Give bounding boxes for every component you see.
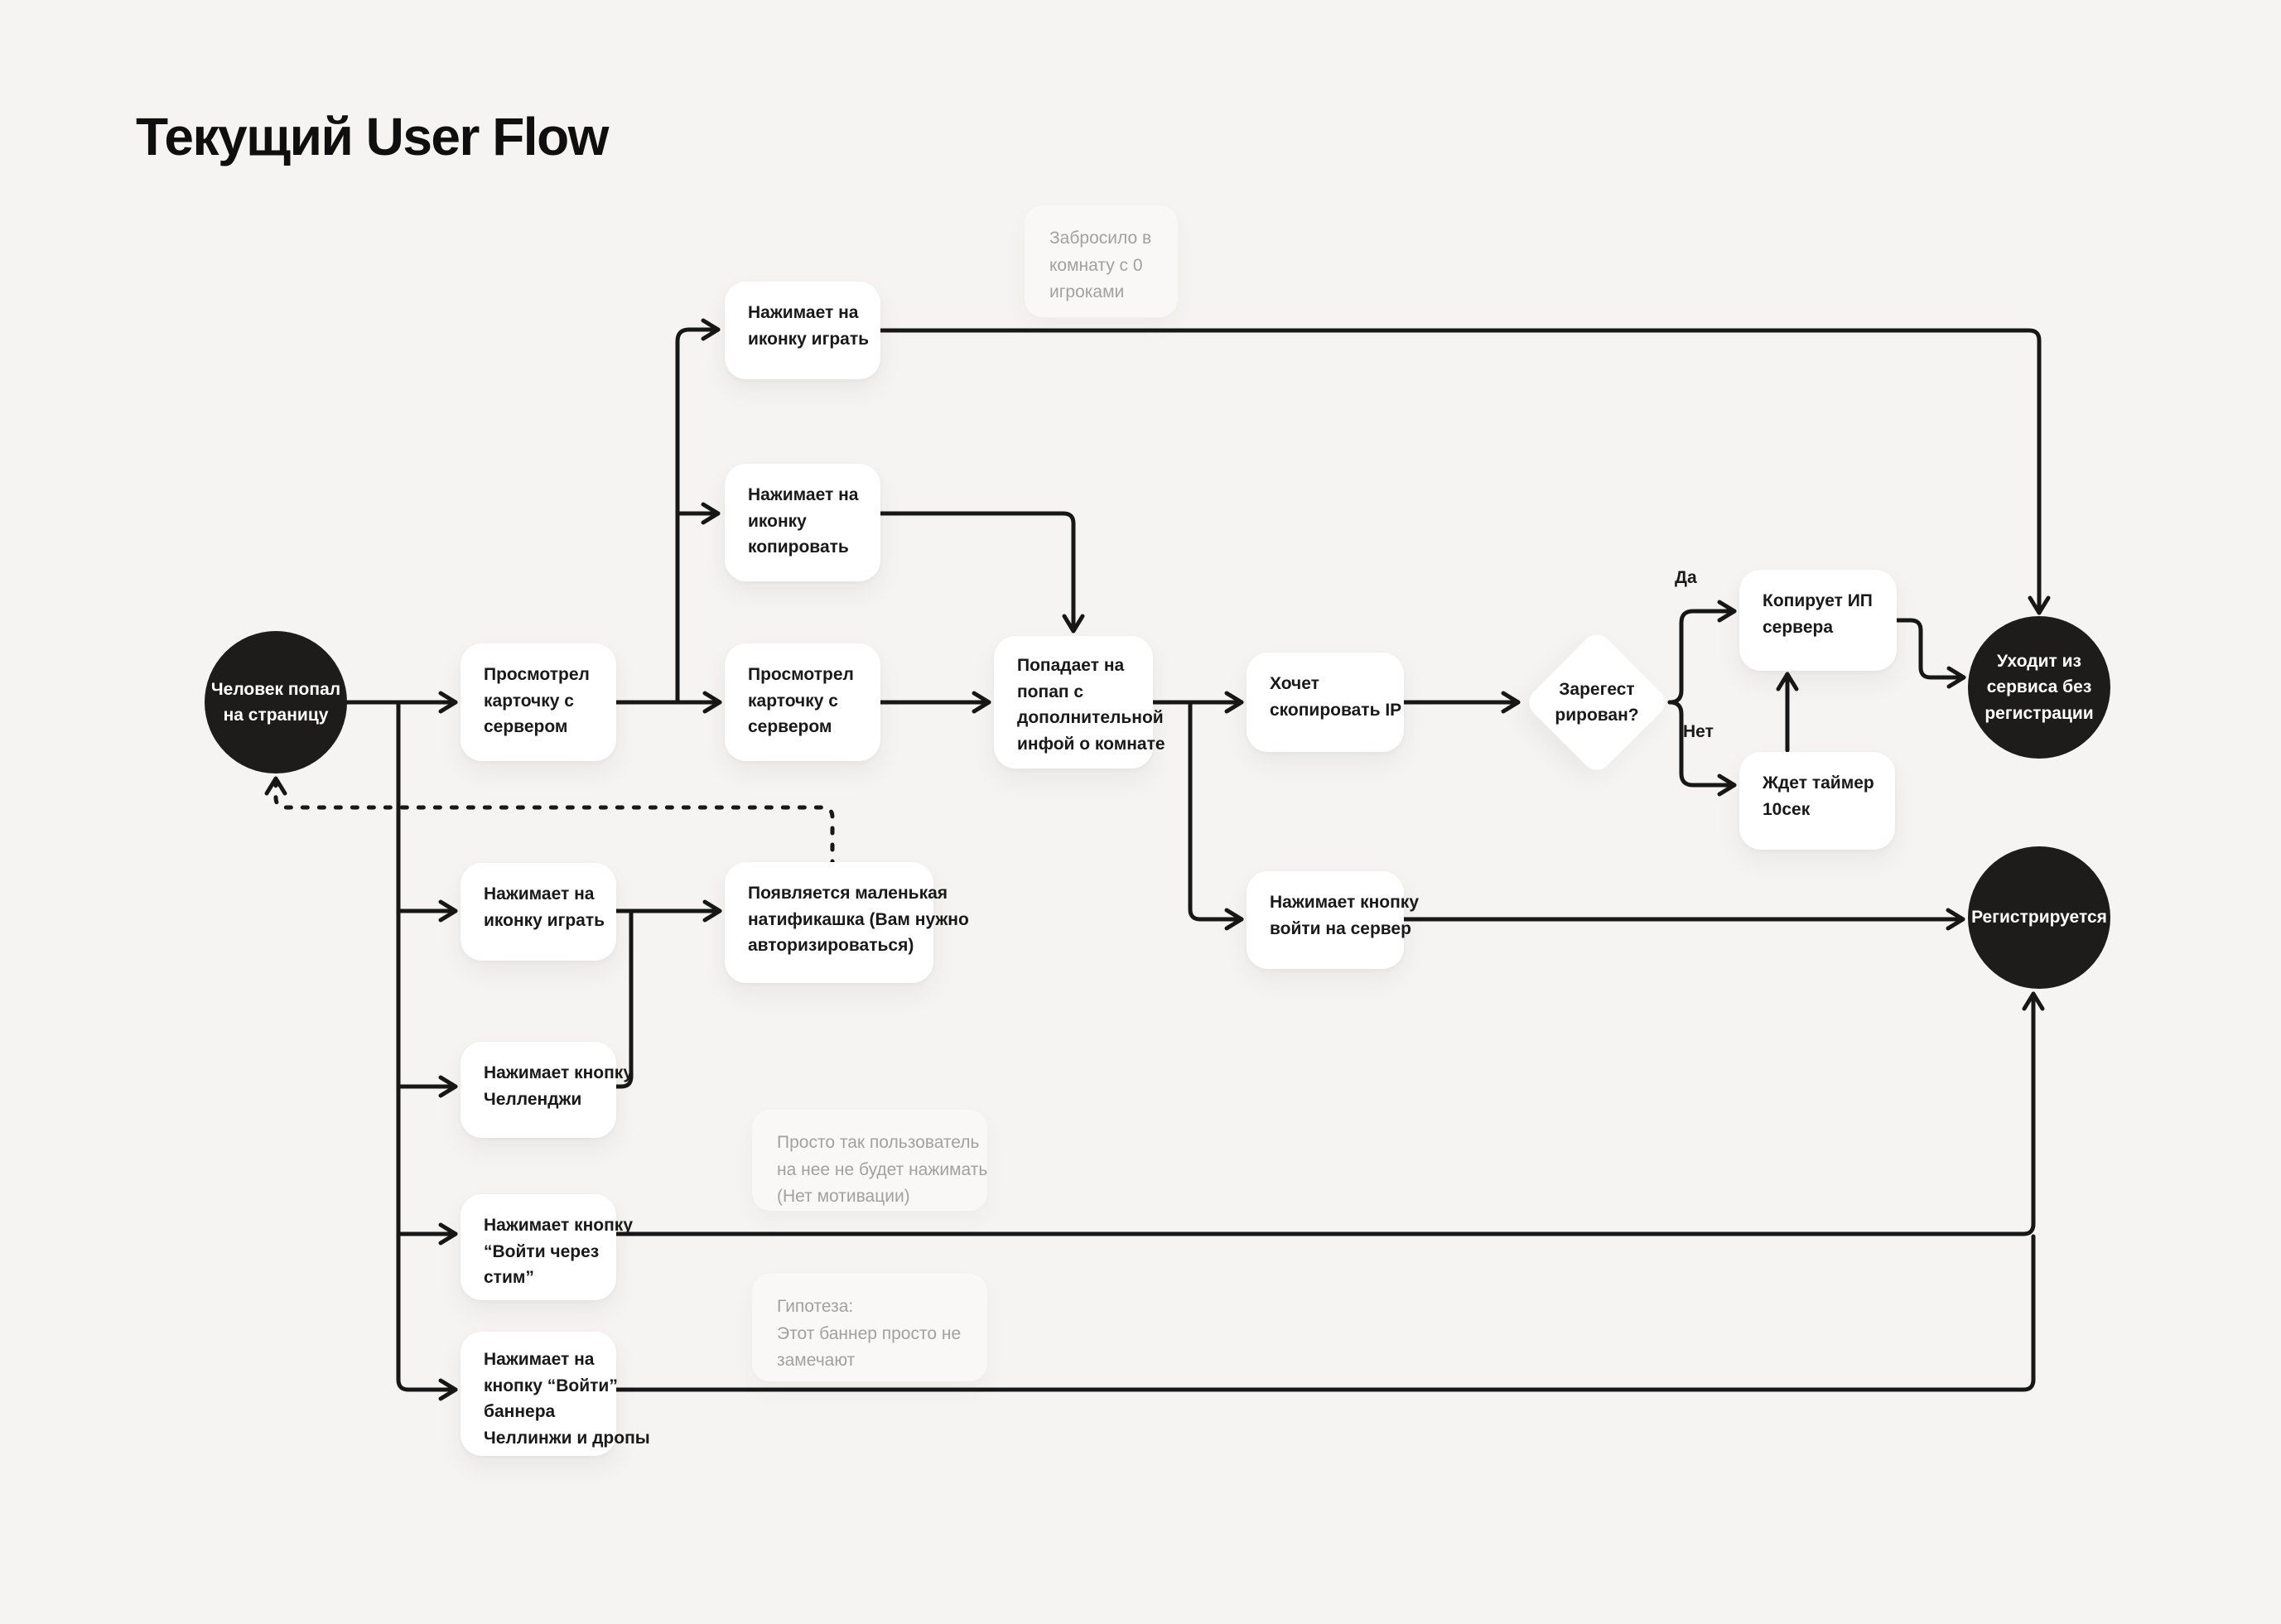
node-registers: Регистрируется	[1968, 846, 2110, 989]
node-click-play-2: Нажимает на иконку играть	[461, 863, 616, 961]
edge-label-no: Нет	[1683, 722, 1714, 741]
node-exit-without-registration: Уходит из сервиса без регистрации	[1968, 616, 2110, 759]
node-viewed-card-1: Просмотрел карточку с сервером	[461, 643, 616, 761]
node-wait-timer: Ждет таймер 10сек	[1739, 752, 1895, 850]
node-copies-ip-label: Копирует ИП сервера	[1763, 591, 1873, 637]
node-click-play-2-label: Нажимает на иконку играть	[484, 884, 605, 930]
node-registers-label: Регистрируется	[1971, 908, 2107, 928]
node-click-steam-login: Нажимает кнопку “Войти через стим”	[461, 1194, 633, 1300]
node-click-banner-login: Нажимает на кнопку “Войти” баннера Челли…	[461, 1332, 650, 1456]
node-click-join-server-label: Нажимает кнопку войти на сервер	[1270, 893, 1419, 938]
node-want-copy-ip: Хочет скопировать IP	[1247, 653, 1404, 752]
node-exit-label: Уходит из сервиса без регистрации	[1984, 651, 2094, 723]
node-click-play-top-label: Нажимает на иконку играть	[748, 303, 870, 349]
note-hypothesis: Гипотеза: Этот баннер просто не замечают	[752, 1274, 987, 1381]
node-popup-info-label: Попадает на попап с дополнительной инфой…	[1017, 656, 1165, 754]
note-hypothesis-label: Гипотеза: Этот баннер просто не замечают	[777, 1297, 962, 1371]
node-notification-label: Появляется маленькая натификашка (Вам ну…	[748, 884, 969, 955]
node-registered-decision-label: Зарегест рирован?	[1555, 679, 1639, 725]
node-click-play-top: Нажимает на иконку играть	[725, 282, 880, 379]
node-click-challenge-label: Нажимает кнопку Челленджи	[484, 1063, 633, 1109]
note-no-motivation: Просто так пользователь на нее не будет …	[752, 1110, 987, 1211]
node-click-banner-login-label: Нажимает на кнопку “Войти” баннера Челли…	[484, 1350, 650, 1448]
note-no-motivation-label: Просто так пользователь на нее не будет …	[777, 1133, 988, 1207]
node-popup-info: Попадает на попап с дополнительной инфой…	[994, 636, 1165, 769]
node-click-copy-label: Нажимает на иконку копировать	[748, 485, 859, 557]
node-click-challenge: Нажимает кнопку Челленджи	[461, 1042, 633, 1138]
note-empty-room-label: Забросило в комнату с 0 игроками	[1049, 229, 1152, 302]
node-start: Человек попал на страницу	[205, 631, 347, 773]
node-click-steam-login-label: Нажимает кнопку “Войти через стим”	[484, 1216, 633, 1287]
node-viewed-card-1-label: Просмотрел карточку с сервером	[484, 665, 590, 736]
node-click-copy: Нажимает на иконку копировать	[725, 464, 880, 581]
node-wait-timer-label: Ждет таймер 10сек	[1763, 773, 1874, 819]
node-notification: Появляется маленькая натификашка (Вам ну…	[725, 862, 969, 983]
edge-label-yes: Да	[1675, 568, 1697, 587]
node-viewed-card-2: Просмотрел карточку с сервером	[725, 643, 880, 761]
note-empty-room: Забросило в комнату с 0 игроками	[1025, 205, 1178, 317]
node-click-join-server: Нажимает кнопку войти на сервер	[1247, 871, 1419, 969]
node-copies-ip: Копирует ИП сервера	[1739, 570, 1897, 671]
node-viewed-card-2-label: Просмотрел карточку с сервером	[748, 665, 854, 736]
node-start-label: Человек попал на страницу	[210, 679, 341, 725]
page-title: Текущий User Flow	[136, 107, 609, 166]
node-want-copy-ip-label: Хочет скопировать IP	[1270, 674, 1402, 720]
